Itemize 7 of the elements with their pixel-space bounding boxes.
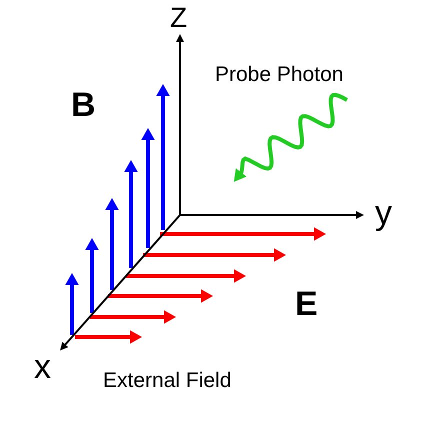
- axis-label: x: [34, 350, 51, 384]
- caption-text: External Field: [103, 370, 232, 391]
- axis-label: y: [375, 196, 392, 230]
- photon-label: Probe Photon: [215, 64, 344, 85]
- field-label: E: [295, 287, 318, 321]
- field-label: B: [71, 88, 96, 122]
- axis-label: Z: [170, 4, 188, 32]
